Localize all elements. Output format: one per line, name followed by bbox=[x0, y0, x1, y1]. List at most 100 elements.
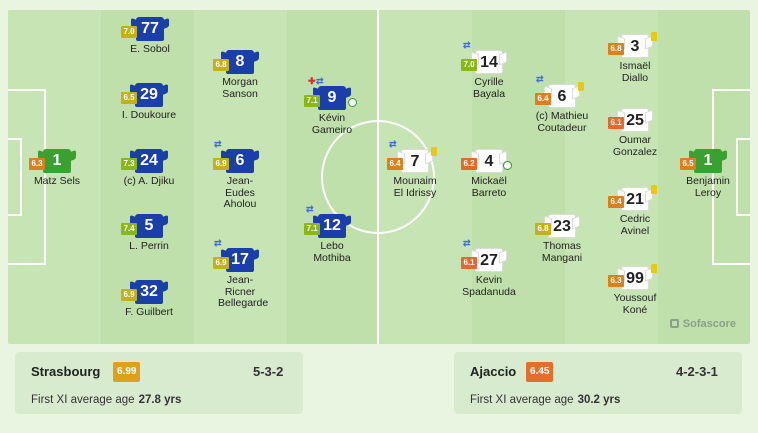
jersey-icon: 6 bbox=[226, 149, 254, 173]
player-name: Matz Sels bbox=[33, 175, 81, 187]
jersey-icon: 4 bbox=[475, 149, 503, 173]
player-card[interactable]: 12 7.1 ⇄ Lebo Mothiba bbox=[284, 204, 380, 264]
player-card[interactable]: 27 6.1 ⇄ Kevin Spadanuda bbox=[441, 238, 537, 298]
player-rating-badge: 7.0 bbox=[121, 26, 137, 38]
center-circle bbox=[321, 120, 435, 234]
player-rating-badge: 6.1 bbox=[608, 117, 624, 129]
player-card[interactable]: 23 6.8 Thomas Mangani bbox=[514, 214, 610, 264]
player-rating-badge: 6.3 bbox=[29, 158, 45, 170]
player-name: (c) Mathieu Coutadeur bbox=[535, 110, 589, 134]
yellow-card-icon bbox=[431, 147, 437, 156]
sofascore-watermark: Sofascore bbox=[669, 318, 736, 330]
player-rating-badge: 6.8 bbox=[213, 59, 229, 71]
pitch bbox=[8, 10, 750, 344]
player-name: L. Perrin bbox=[129, 240, 169, 252]
player-rating-badge: 7.3 bbox=[121, 158, 137, 170]
player-card[interactable]: 6 6.4 ⇄ (c) Mathieu Coutadeur bbox=[514, 74, 610, 134]
player-rating-badge: 6.9 bbox=[213, 257, 229, 269]
jersey-icon: 25 bbox=[621, 108, 649, 132]
player-card[interactable]: 8 6.8 Morgan Sanson bbox=[192, 50, 288, 100]
player-card[interactable]: 3 6.8 Ismaël Diallo bbox=[587, 32, 683, 84]
jersey-icon: 29 bbox=[135, 83, 163, 107]
player-name: Benjamin Leroy bbox=[686, 175, 730, 199]
right-penalty-arc bbox=[712, 89, 750, 265]
yellow-card-icon bbox=[651, 264, 657, 273]
player-card[interactable]: 9 7.1 ✚ ⇄ Kévin Gameiro bbox=[284, 76, 380, 136]
player-card[interactable]: 5 7.4 L. Perrin bbox=[101, 214, 197, 253]
jersey-icon: 24 bbox=[135, 149, 163, 173]
player-name: Youssouf Koné bbox=[613, 292, 657, 316]
goal-icon bbox=[503, 161, 512, 170]
substitution-icon: ⇄ bbox=[214, 139, 222, 149]
player-card[interactable]: 14 7.0 ⇄ Cyrille Bayala bbox=[441, 40, 537, 100]
substitution-icon: ⇄ bbox=[463, 238, 471, 248]
player-rating-badge: 6.4 bbox=[608, 196, 624, 208]
player-card[interactable]: 6 6.9 ⇄ Jean-Eudes Aholou bbox=[192, 139, 288, 211]
injury-icon: ✚ bbox=[308, 76, 316, 86]
yellow-card-icon bbox=[651, 185, 657, 194]
player-name: Oumar Gonzalez bbox=[612, 134, 658, 158]
jersey-icon: 1 bbox=[694, 149, 722, 173]
player-rating-badge: 6.1 bbox=[461, 257, 477, 269]
player-card[interactable]: 77 7.0 E. Sobol bbox=[102, 17, 198, 56]
player-card[interactable]: 25 6.1 Oumar Gonzalez bbox=[587, 108, 683, 158]
jersey-icon: 1 bbox=[43, 149, 71, 173]
jersey-icon: 21 bbox=[621, 187, 649, 211]
jersey-icon: 14 bbox=[475, 50, 503, 74]
player-rating-badge: 6.2 bbox=[461, 158, 477, 170]
jersey-icon: 3 bbox=[621, 34, 649, 58]
yellow-card-icon bbox=[651, 32, 657, 41]
player-card[interactable]: 1 6.5 Benjamin Leroy bbox=[660, 149, 756, 199]
player-rating-badge: 6.8 bbox=[535, 223, 551, 235]
player-name: Cyrille Bayala bbox=[472, 76, 506, 100]
player-name: F. Guilbert bbox=[125, 306, 173, 318]
jersey-icon: 8 bbox=[226, 50, 254, 74]
jersey-icon: 32 bbox=[135, 280, 163, 304]
player-card[interactable]: 17 6.9 ⇄ Jean-Ricner Bellegarde bbox=[192, 238, 288, 310]
player-name: Kévin Gameiro bbox=[311, 112, 353, 136]
player-card[interactable]: 1 6.3 Matz Sels bbox=[9, 149, 105, 188]
jersey-icon: 17 bbox=[226, 248, 254, 272]
player-card[interactable]: 99 6.3 Youssouf Koné bbox=[587, 264, 683, 316]
jersey-icon: 77 bbox=[136, 17, 164, 41]
away-formation: 4-2-3-1 bbox=[676, 364, 718, 379]
player-name: Thomas Mangani bbox=[541, 240, 583, 264]
player-card[interactable]: 24 7.3 (c) A. Djiku bbox=[101, 149, 197, 188]
player-card[interactable]: 7 6.4 ⇄ Mounaim El Idrissy bbox=[367, 139, 463, 199]
player-name: E. Sobol bbox=[130, 43, 170, 55]
away-team-rating-badge: 6.45 bbox=[526, 362, 554, 382]
substitution-icon: ⇄ bbox=[389, 139, 397, 149]
player-card[interactable]: 32 6.9 F. Guilbert bbox=[101, 280, 197, 319]
age-label: First XI average age bbox=[31, 394, 135, 406]
player-card[interactable]: 21 6.4 Cedric Avinel bbox=[587, 185, 683, 237]
jersey-icon: 99 bbox=[621, 266, 649, 290]
home-formation: 5-3-2 bbox=[253, 364, 284, 379]
player-name: Mickaël Barreto bbox=[471, 175, 507, 199]
jersey-icon: 12 bbox=[318, 214, 346, 238]
pitch-stripe bbox=[8, 10, 101, 344]
pitch-stripe bbox=[658, 10, 750, 344]
player-rating-badge: 6.5 bbox=[121, 92, 137, 104]
away-team-name[interactable]: Ajaccio bbox=[470, 364, 517, 379]
away-team-summary: Ajaccio 6.45 4-2-3-1 First XI average ag… bbox=[454, 352, 742, 414]
age-value: 27.8 yrs bbox=[138, 394, 182, 406]
player-card[interactable]: 29 6.5 I. Doukoure bbox=[101, 83, 197, 122]
player-rating-badge: 6.8 bbox=[608, 43, 624, 55]
substitution-icon: ⇄ bbox=[214, 238, 222, 248]
player-card[interactable]: 4 6.2 Mickaël Barreto bbox=[441, 149, 537, 199]
left-goal-area bbox=[8, 138, 22, 216]
home-team-rating-badge: 6.99 bbox=[113, 362, 141, 382]
player-rating-badge: 6.3 bbox=[608, 275, 624, 287]
player-rating-badge: 7.1 bbox=[304, 223, 320, 235]
jersey-icon: 5 bbox=[135, 214, 163, 238]
home-team-summary: Strasbourg 6.99 5-3-2 First XI average a… bbox=[15, 352, 303, 414]
home-team-name[interactable]: Strasbourg bbox=[31, 364, 101, 379]
age-label: First XI average age bbox=[470, 394, 574, 406]
jersey-icon: 23 bbox=[548, 214, 576, 238]
player-rating-badge: 7.4 bbox=[121, 223, 137, 235]
player-rating-badge: 6.9 bbox=[213, 158, 229, 170]
sofascore-logo-icon bbox=[669, 319, 679, 328]
jersey-icon: 7 bbox=[401, 149, 429, 173]
